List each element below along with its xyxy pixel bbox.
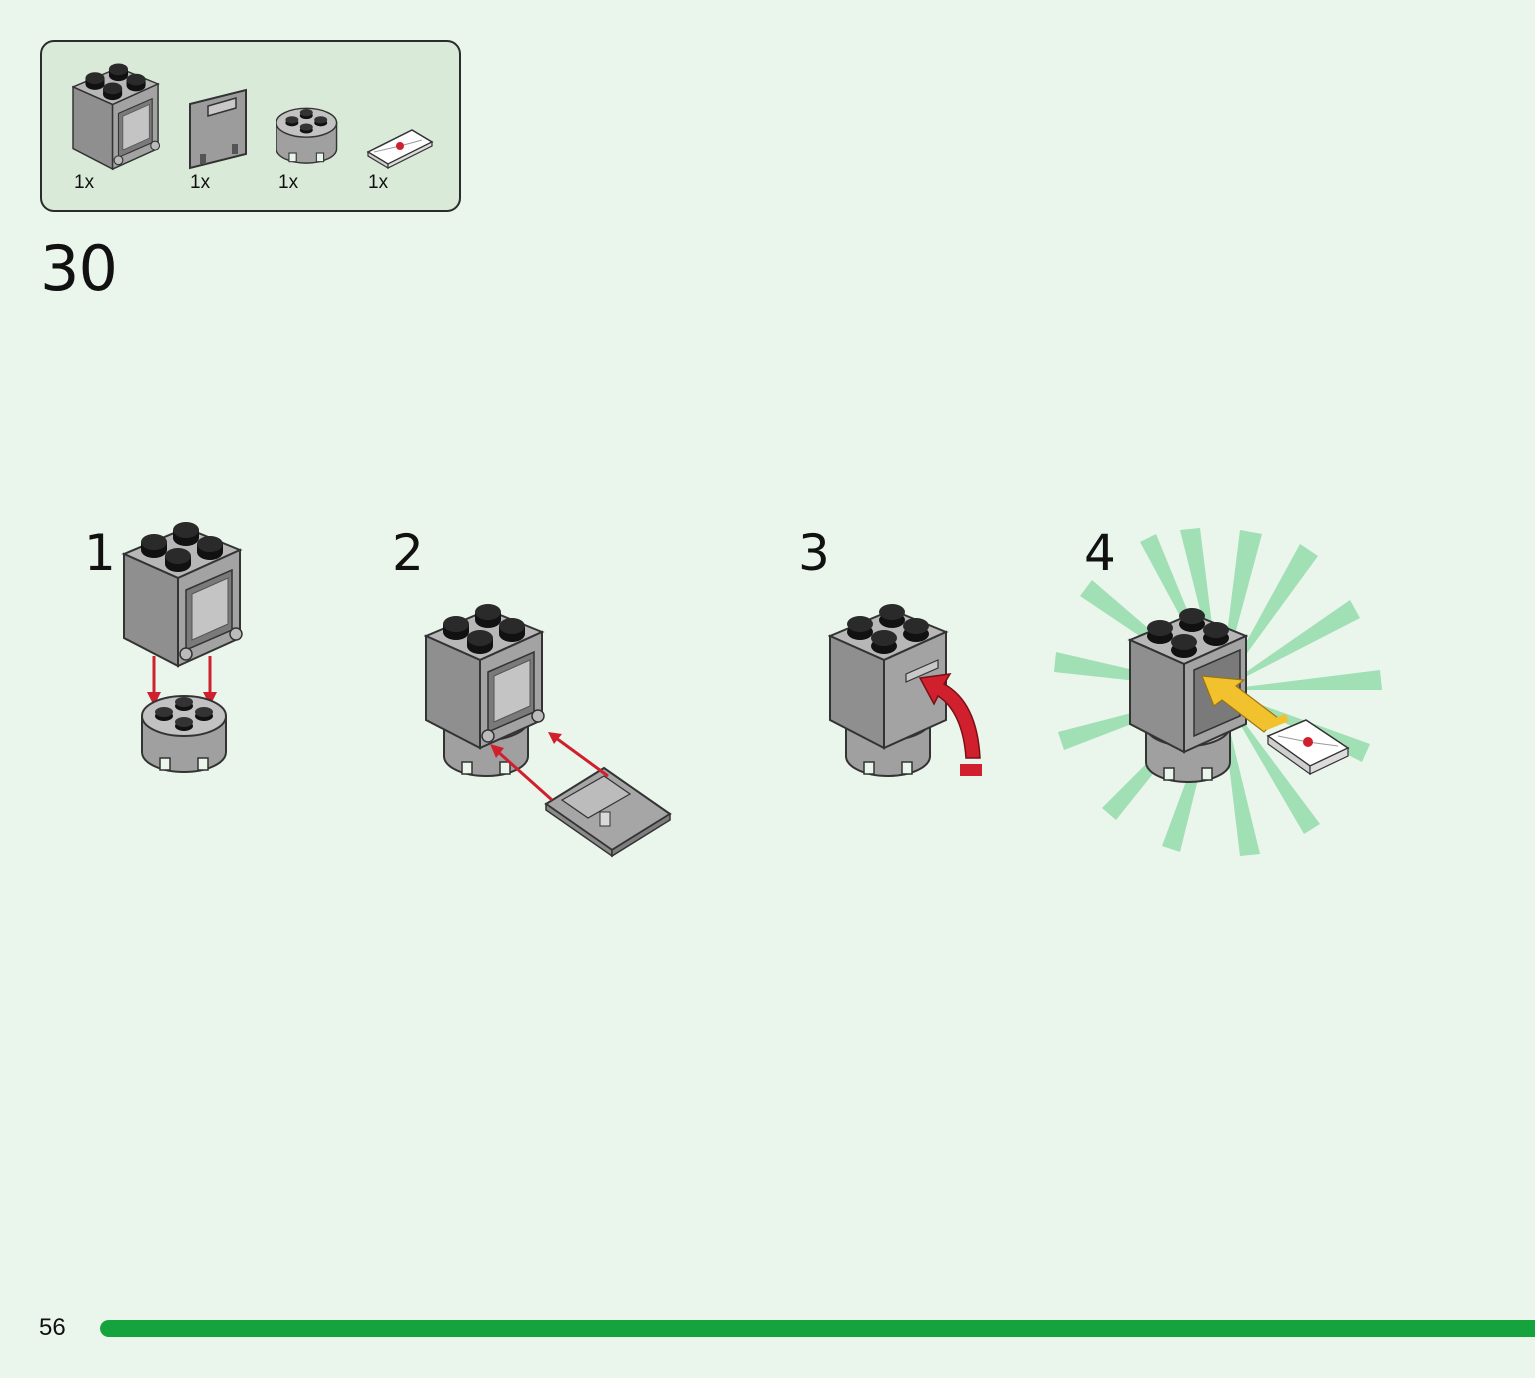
substep-number: 4 [1084, 524, 1116, 582]
substep-number: 2 [392, 524, 424, 582]
insert-arrow [1201, 675, 1279, 733]
part-quantity: 1x [278, 172, 299, 193]
part-quantity: 1x [74, 172, 95, 193]
parts-callout: 1x 1x 1x 1x [40, 40, 461, 212]
part-quantity: 1x [190, 172, 211, 193]
progress-bar [100, 1320, 1535, 1337]
part-container-door [189, 88, 247, 170]
substep-3-illustration [828, 604, 982, 777]
progress-bar-fill [100, 1320, 1535, 1337]
part-quantity: 1x [368, 172, 389, 193]
substep-number: 1 [84, 524, 116, 582]
substep-1-illustration [123, 521, 243, 773]
substep-4-illustration [1054, 528, 1382, 856]
envelope-tile [1266, 719, 1350, 776]
substep-2-illustration [425, 603, 672, 858]
part-envelope-tile [366, 129, 434, 170]
part-container-brick [72, 62, 161, 170]
substep-number: 3 [798, 524, 830, 582]
step-number: 30 [40, 232, 118, 305]
rotate-arrow [918, 673, 981, 759]
part-round-brick [276, 107, 338, 164]
page-number: 56 [39, 1314, 66, 1341]
